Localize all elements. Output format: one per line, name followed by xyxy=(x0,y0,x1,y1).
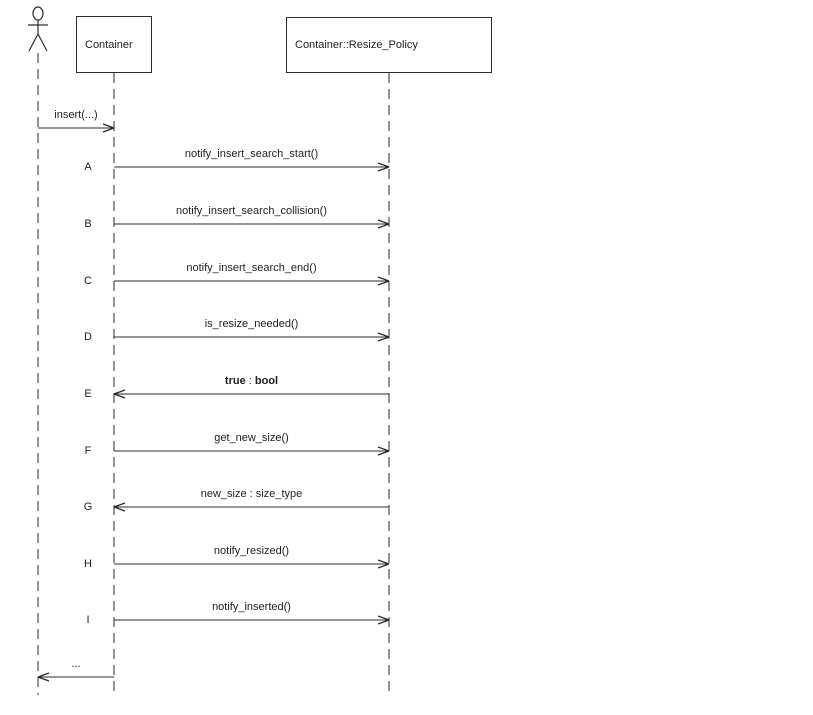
participant-box-resize-policy: Container::Resize_Policy xyxy=(286,17,492,73)
message-arrow-C xyxy=(114,276,390,286)
arrowhead-icon xyxy=(113,389,126,399)
message-label: notify_insert_search_start() xyxy=(184,148,319,160)
message-arrow-B xyxy=(114,219,390,229)
message-seq-label: C xyxy=(84,275,92,287)
message-label: notify_insert_search_end() xyxy=(186,262,317,274)
message-arrow-A xyxy=(114,162,390,172)
message-seq-label: A xyxy=(84,161,92,173)
message-arrow-F xyxy=(114,446,390,456)
arrowhead-icon xyxy=(377,559,390,569)
participant-label: Container::Resize_Policy xyxy=(295,39,418,51)
message-label: get_new_size() xyxy=(214,432,289,444)
message-label: notify_resized() xyxy=(213,545,290,557)
actor-icon xyxy=(28,6,48,52)
arrowhead-icon xyxy=(377,162,390,172)
participant-box-container: Container xyxy=(76,16,152,73)
arrowhead-icon xyxy=(377,276,390,286)
message-label: notify_insert_search_collision() xyxy=(175,205,328,217)
arrowhead-icon xyxy=(377,446,390,456)
message-seq-label: H xyxy=(84,558,92,570)
message-label: new_size : size_type xyxy=(200,488,303,500)
arrowhead-icon xyxy=(102,123,115,133)
message-arrow-H xyxy=(114,559,390,569)
arrowhead-icon xyxy=(113,502,126,512)
arrowhead-icon xyxy=(377,332,390,342)
message-seq-label: B xyxy=(84,218,92,230)
message-seq-label: I xyxy=(86,614,90,626)
message-arrow-I xyxy=(114,615,390,625)
message-arrow-D xyxy=(114,332,390,342)
message-arrow-E xyxy=(113,389,389,399)
message-label: true : bool xyxy=(224,375,279,387)
message-label: notify_inserted() xyxy=(212,601,291,613)
message-seq-label: E xyxy=(84,388,92,400)
message-seq-label: F xyxy=(84,445,92,457)
message-arrow-0 xyxy=(38,123,115,133)
message-seq-label: G xyxy=(83,501,93,513)
message-label: ... xyxy=(71,658,81,670)
message-label: insert(...) xyxy=(54,109,98,121)
bold-term: bool xyxy=(254,375,279,387)
message-arrow-10 xyxy=(37,672,114,682)
arrowhead-icon xyxy=(377,615,390,625)
arrowhead-icon xyxy=(377,219,390,229)
message-arrow-G xyxy=(113,502,389,512)
participant-label: Container xyxy=(85,38,133,51)
arrowhead-icon xyxy=(37,672,50,682)
message-label: is_resize_needed() xyxy=(204,318,299,330)
bold-term: true xyxy=(224,375,246,387)
message-seq-label: D xyxy=(84,331,92,343)
